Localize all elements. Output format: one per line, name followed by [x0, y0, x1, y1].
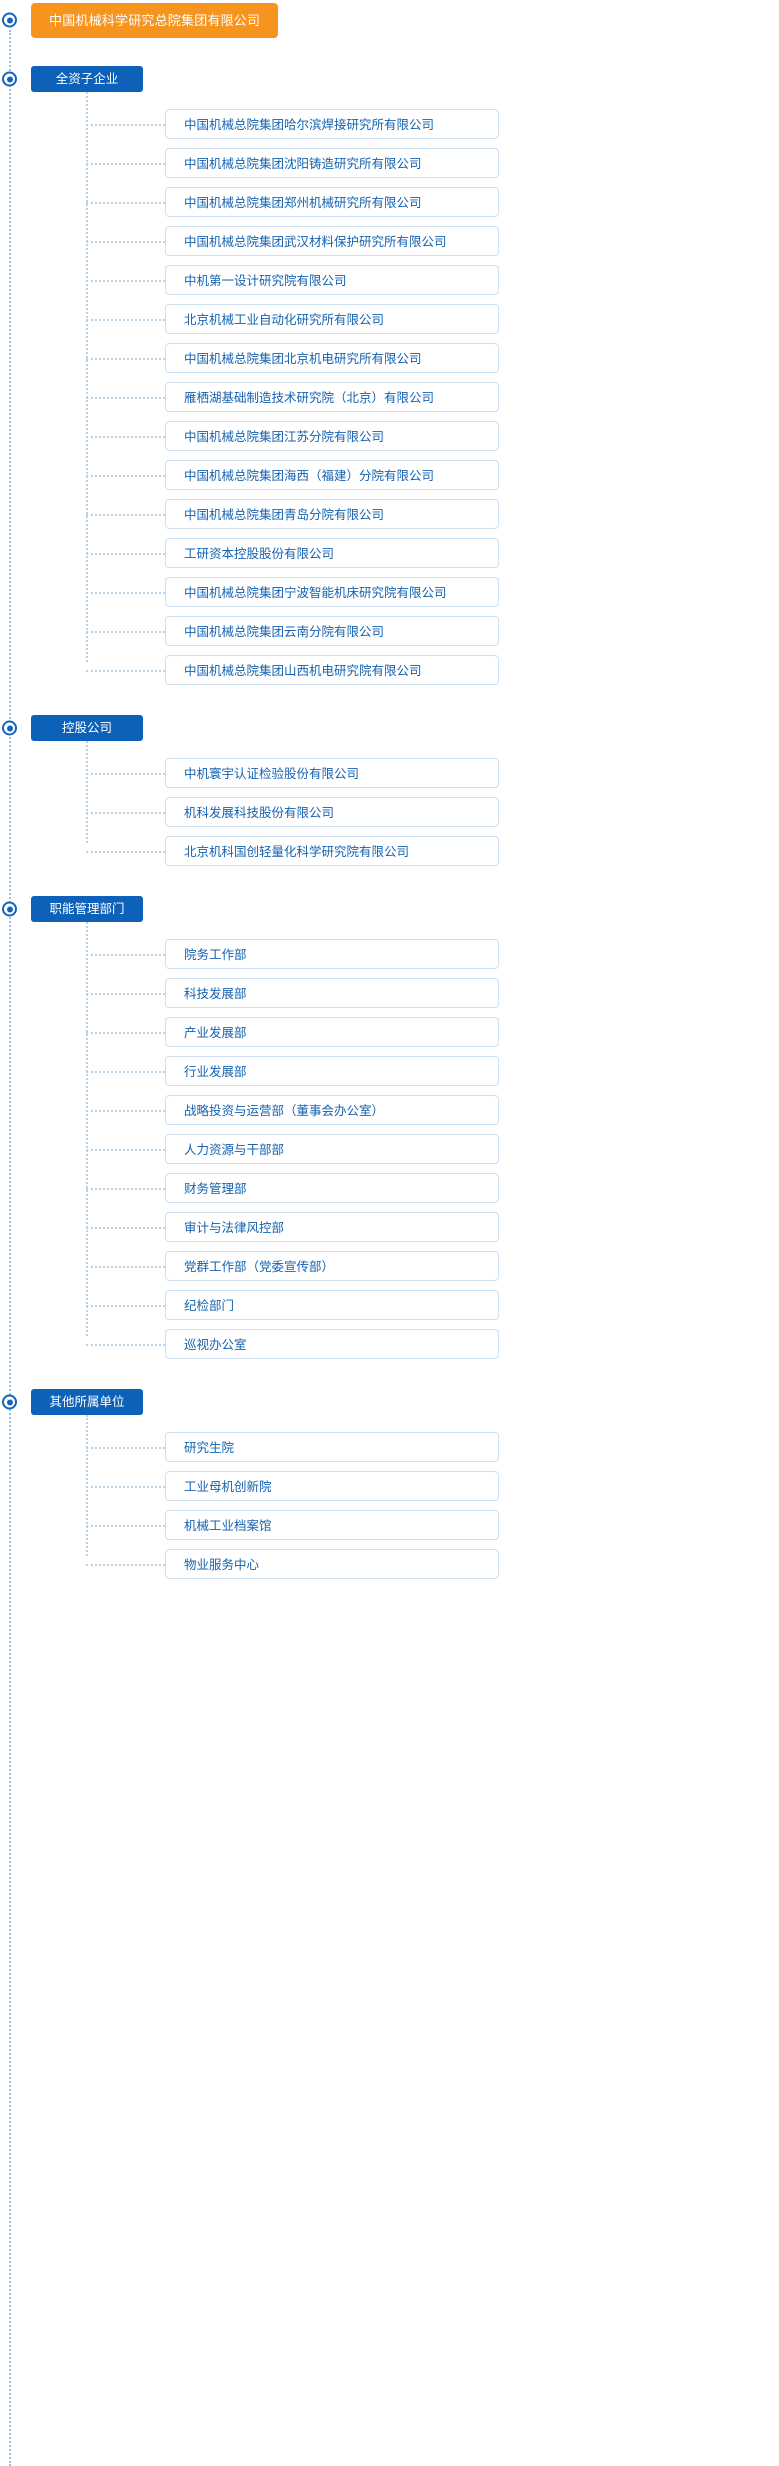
section-label-0[interactable]: 全资子企业	[31, 65, 143, 93]
section-node-marker-icon	[2, 1394, 17, 1410]
org-section: 全资子企业中国机械总院集团哈尔滨焊接研究所有限公司中国机械总院集团沈阳铸造研究所…	[0, 65, 779, 689]
org-item-row: 北京机科国创轻量化科学研究院有限公司	[86, 831, 779, 870]
root-node-row: 中国机械科学研究总院集团有限公司	[0, 0, 779, 40]
org-item[interactable]: 中国机械总院集团海西（福建）分院有限公司	[165, 459, 499, 490]
org-item[interactable]: 中国机械总院集团郑州机械研究所有限公司	[165, 186, 499, 217]
org-item-row: 北京机械工业自动化研究所有限公司	[86, 299, 779, 338]
section-label-3[interactable]: 其他所属单位	[31, 1388, 143, 1416]
org-item-row: 中国机械总院集团沈阳铸造研究所有限公司	[86, 143, 779, 182]
root-node-marker-icon	[2, 12, 17, 28]
section-children-list: 院务工作部科技发展部产业发展部行业发展部战略投资与运营部（董事会办公室） 人力资源…	[86, 922, 779, 1363]
org-item[interactable]: 人力资源与干部部	[165, 1133, 499, 1164]
org-item[interactable]: 中国机械总院集团山西机电研究院有限公司	[165, 654, 499, 685]
org-item[interactable]: 审计与法律风控部	[165, 1211, 499, 1242]
org-item[interactable]: 中国机械总院集团青岛分院有限公司	[165, 498, 499, 529]
root-spine-connector	[9, 30, 11, 2466]
org-item[interactable]: 雁栖湖基础制造技术研究院（北京）有限公司	[165, 381, 499, 412]
section-label-1[interactable]: 控股公司	[31, 714, 143, 742]
org-item-row: 雁栖湖基础制造技术研究院（北京）有限公司	[86, 377, 779, 416]
org-item[interactable]: 财务管理部	[165, 1172, 499, 1203]
org-item[interactable]: 工业母机创新院	[165, 1470, 499, 1501]
org-item-row: 中国机械总院集团武汉材料保护研究所有限公司	[86, 221, 779, 260]
org-item[interactable]: 中国机械总院集团云南分院有限公司	[165, 615, 499, 646]
org-item-row: 中机寰宇认证检验股份有限公司	[86, 753, 779, 792]
org-item-row: 机械工业档案馆	[86, 1505, 779, 1544]
org-item[interactable]: 中国机械总院集团哈尔滨焊接研究所有限公司	[165, 108, 499, 139]
org-item-row: 中国机械总院集团青岛分院有限公司	[86, 494, 779, 533]
org-item-row: 党群工作部（党委宣传部）	[86, 1246, 779, 1285]
org-item-row: 审计与法律风控部	[86, 1207, 779, 1246]
org-item-row: 财务管理部	[86, 1168, 779, 1207]
section-label-2[interactable]: 职能管理部门	[31, 895, 143, 923]
org-item[interactable]: 科技发展部	[165, 977, 499, 1008]
org-item-row: 人力资源与干部部	[86, 1129, 779, 1168]
org-item[interactable]: 中国机械总院集团宁波智能机床研究院有限公司	[165, 576, 499, 607]
org-item[interactable]: 纪检部门	[165, 1289, 499, 1320]
section-header-row: 其他所属单位	[0, 1388, 779, 1416]
org-item[interactable]: 战略投资与运营部（董事会办公室）	[165, 1094, 499, 1125]
org-section: 其他所属单位研究生院工业母机创新院机械工业档案馆物业服务中心	[0, 1388, 779, 1583]
section-node-marker-icon	[2, 71, 17, 87]
org-item-row: 中机第一设计研究院有限公司	[86, 260, 779, 299]
org-item-row: 中国机械总院集团北京机电研究所有限公司	[86, 338, 779, 377]
org-item[interactable]: 产业发展部	[165, 1016, 499, 1047]
section-header-row: 职能管理部门	[0, 895, 779, 923]
org-item[interactable]: 中国机械总院集团武汉材料保护研究所有限公司	[165, 225, 499, 256]
org-item[interactable]: 机科发展科技股份有限公司	[165, 796, 499, 827]
org-item-row: 工研资本控股股份有限公司	[86, 533, 779, 572]
section-header-row: 全资子企业	[0, 65, 779, 93]
org-item-row: 中国机械总院集团海西（福建）分院有限公司	[86, 455, 779, 494]
section-node-marker-icon	[2, 901, 17, 917]
org-item[interactable]: 中机第一设计研究院有限公司	[165, 264, 499, 295]
org-item-row: 科技发展部	[86, 973, 779, 1012]
org-item-row: 工业母机创新院	[86, 1466, 779, 1505]
org-item-row: 中国机械总院集团郑州机械研究所有限公司	[86, 182, 779, 221]
org-item-row: 机科发展科技股份有限公司	[86, 792, 779, 831]
org-item[interactable]: 中国机械总院集团北京机电研究所有限公司	[165, 342, 499, 373]
root-node-label[interactable]: 中国机械科学研究总院集团有限公司	[31, 2, 279, 38]
org-item[interactable]: 党群工作部（党委宣传部）	[165, 1250, 499, 1281]
org-item-row: 中国机械总院集团哈尔滨焊接研究所有限公司	[86, 104, 779, 143]
org-item-row: 物业服务中心	[86, 1544, 779, 1583]
org-item[interactable]: 物业服务中心	[165, 1548, 499, 1579]
org-item-row: 研究生院	[86, 1427, 779, 1466]
org-chart-tree: 中国机械科学研究总院集团有限公司 全资子企业中国机械总院集团哈尔滨焊接研究所有限…	[0, 0, 779, 1583]
org-chart-sections: 全资子企业中国机械总院集团哈尔滨焊接研究所有限公司中国机械总院集团沈阳铸造研究所…	[0, 65, 779, 1583]
section-children-list: 中国机械总院集团哈尔滨焊接研究所有限公司中国机械总院集团沈阳铸造研究所有限公司中…	[86, 92, 779, 689]
org-item[interactable]: 北京机科国创轻量化科学研究院有限公司	[165, 835, 499, 866]
org-item[interactable]: 行业发展部	[165, 1055, 499, 1086]
org-item-row: 行业发展部	[86, 1051, 779, 1090]
org-item-row: 巡视办公室	[86, 1324, 779, 1363]
org-item-row: 中国机械总院集团宁波智能机床研究院有限公司	[86, 572, 779, 611]
org-section: 控股公司中机寰宇认证检验股份有限公司机科发展科技股份有限公司北京机科国创轻量化科…	[0, 714, 779, 870]
org-item-row: 战略投资与运营部（董事会办公室）	[86, 1090, 779, 1129]
section-children-list: 研究生院工业母机创新院机械工业档案馆物业服务中心	[86, 1415, 779, 1583]
org-item-row: 中国机械总院集团云南分院有限公司	[86, 611, 779, 650]
org-item[interactable]: 研究生院	[165, 1431, 499, 1462]
org-item[interactable]: 机械工业档案馆	[165, 1509, 499, 1540]
org-item-row: 产业发展部	[86, 1012, 779, 1051]
org-item[interactable]: 中国机械总院集团江苏分院有限公司	[165, 420, 499, 451]
org-item[interactable]: 工研资本控股股份有限公司	[165, 537, 499, 568]
org-item-row: 纪检部门	[86, 1285, 779, 1324]
org-item[interactable]: 北京机械工业自动化研究所有限公司	[165, 303, 499, 334]
section-node-marker-icon	[2, 720, 17, 736]
org-item-row: 中国机械总院集团山西机电研究院有限公司	[86, 650, 779, 689]
org-item[interactable]: 巡视办公室	[165, 1328, 499, 1359]
org-item-row: 中国机械总院集团江苏分院有限公司	[86, 416, 779, 455]
org-item[interactable]: 中国机械总院集团沈阳铸造研究所有限公司	[165, 147, 499, 178]
section-header-row: 控股公司	[0, 714, 779, 742]
org-item[interactable]: 院务工作部	[165, 938, 499, 969]
section-children-list: 中机寰宇认证检验股份有限公司机科发展科技股份有限公司北京机科国创轻量化科学研究院…	[86, 741, 779, 870]
org-section: 职能管理部门院务工作部科技发展部产业发展部行业发展部战略投资与运营部（董事会办公…	[0, 895, 779, 1363]
org-item[interactable]: 中机寰宇认证检验股份有限公司	[165, 757, 499, 788]
org-item-row: 院务工作部	[86, 934, 779, 973]
